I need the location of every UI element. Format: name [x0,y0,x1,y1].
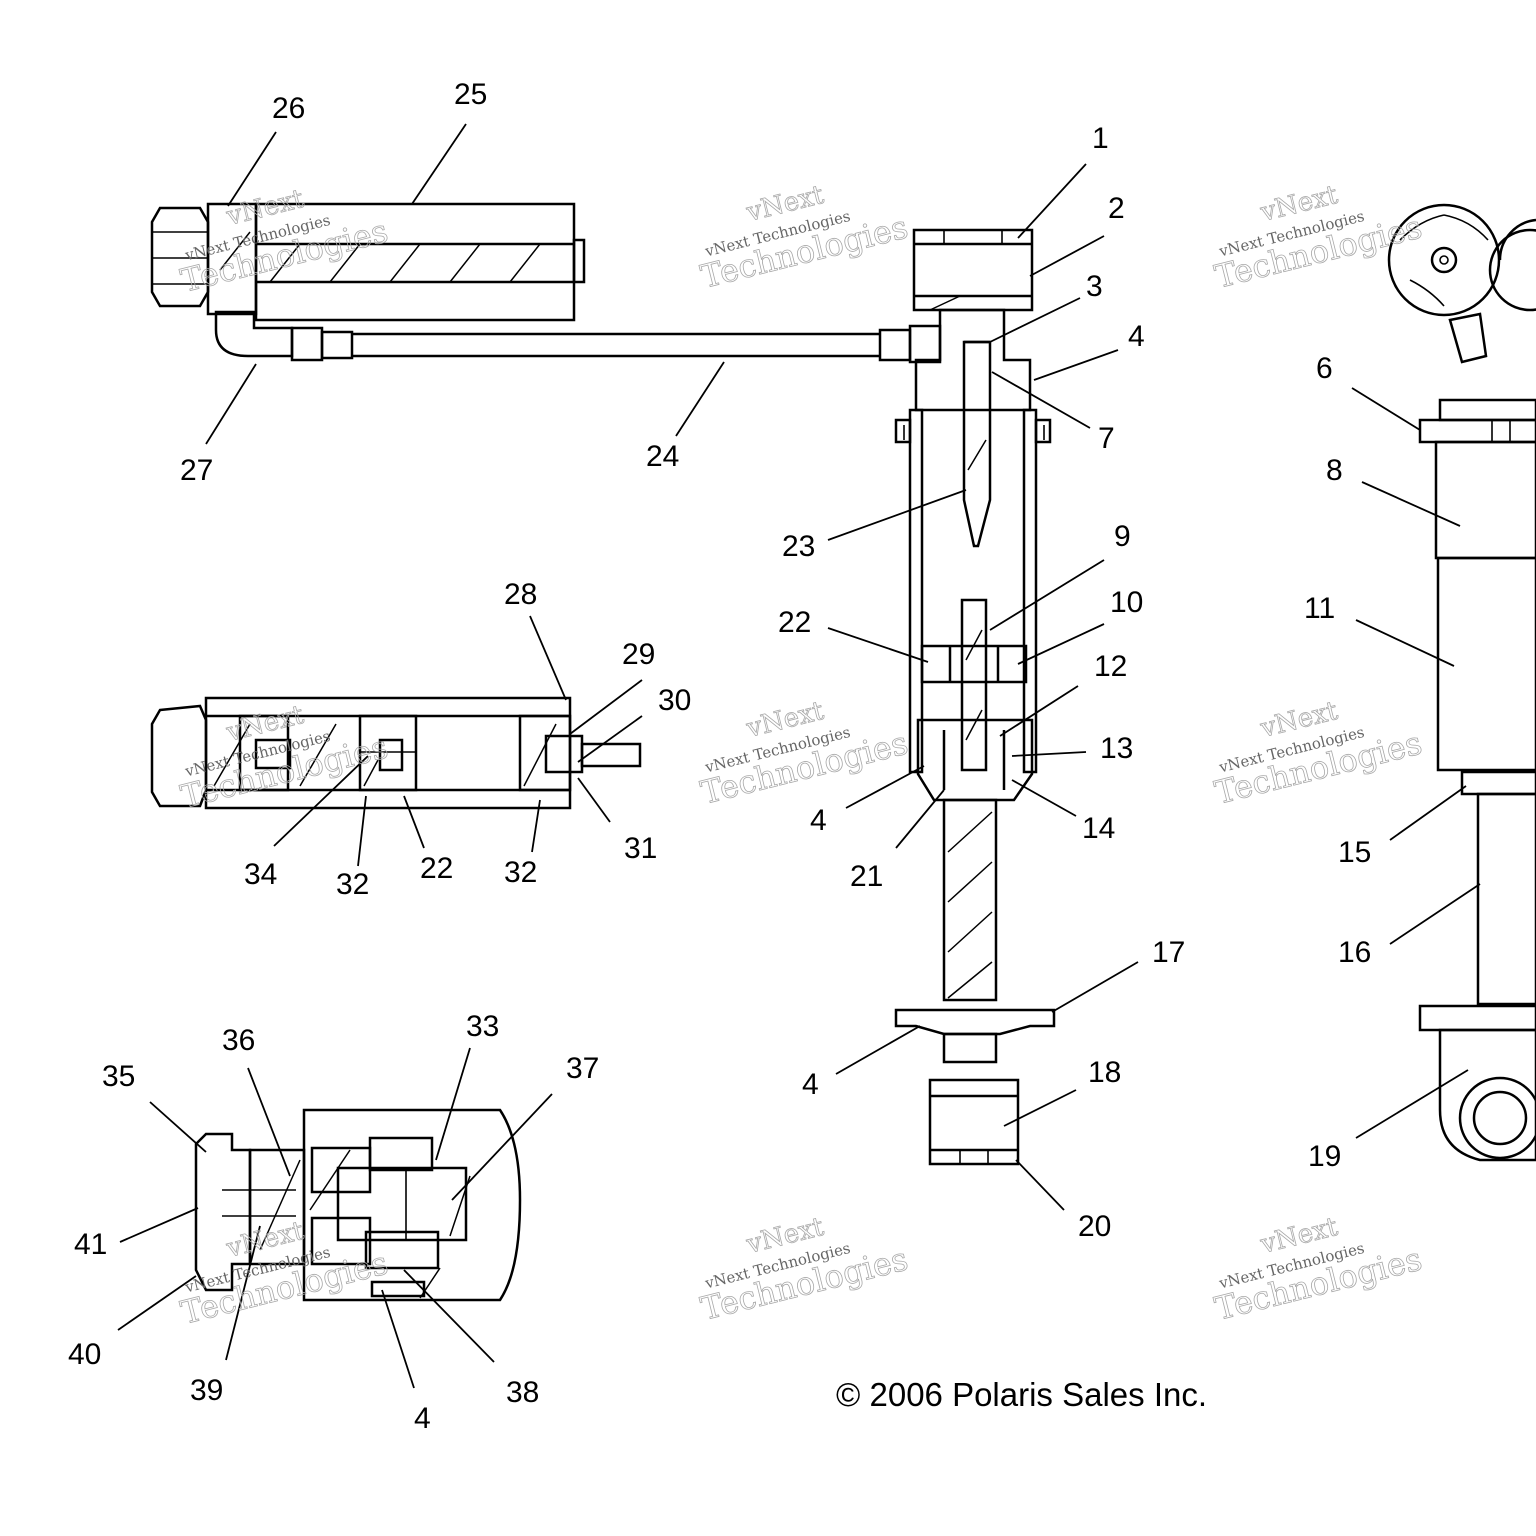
copyright-notice: © 2006 Polaris Sales Inc. [836,1376,1207,1413]
callout-3: 3 [1086,270,1103,303]
callout-4-bumper: 4 [802,1068,819,1101]
callout-20: 20 [1078,1210,1111,1243]
callout-37: 37 [566,1052,599,1085]
callout-32-left: 32 [336,868,369,901]
callout-32-right: 32 [504,856,537,889]
callout-38: 38 [506,1376,539,1409]
callout-28: 28 [504,578,537,611]
callout-10: 10 [1110,586,1143,619]
callout-24: 24 [646,440,679,473]
callout-36: 36 [222,1024,255,1057]
callout-14: 14 [1082,812,1115,845]
callout-22-shock: 22 [778,606,811,639]
callout-25: 25 [454,78,487,111]
callout-31: 31 [624,832,657,865]
callout-34: 34 [244,858,277,891]
callout-17: 17 [1152,936,1185,969]
callout-30: 30 [658,684,691,717]
reservoir-assembly [150,202,942,364]
callout-8: 8 [1326,454,1343,487]
callout-29: 29 [622,638,655,671]
watermark-2: vNext vNext Technologies Technologies [697,179,912,296]
callout-13: 13 [1100,732,1133,765]
callout-39: 39 [190,1374,223,1407]
callout-21: 21 [850,860,883,893]
callout-40: 40 [68,1338,101,1371]
callout-18: 18 [1088,1056,1121,1089]
watermark-1: vNext vNext Technologies Technologies [177,183,392,300]
callout-19: 19 [1308,1140,1341,1173]
callout-23: 23 [782,530,815,563]
callout-11: 11 [1304,592,1335,625]
callout-26: 26 [272,92,305,125]
callout-4-top: 4 [1128,320,1145,353]
watermarks: vNext vNext Technologies Technologies vN… [177,179,1426,1332]
watermark-6: vNext vNext Technologies Technologies [1211,695,1426,812]
shock-section-view [894,228,1056,1166]
callout-35: 35 [102,1060,135,1093]
callout-9: 9 [1114,520,1131,553]
watermark-4: vNext vNext Technologies Technologies [177,699,392,816]
callout-16: 16 [1338,936,1371,969]
leader-lines [117,123,1481,1389]
valve-section-view [194,1108,522,1302]
watermark-8: vNext vNext Technologies Technologies [697,1211,912,1328]
callout-12: 12 [1094,650,1127,683]
callout-numbers: 1 2 3 4 6 7 8 9 10 11 12 13 14 15 16 17 … [68,78,1371,1435]
callout-27: 27 [180,454,213,487]
callout-7: 7 [1098,422,1115,455]
watermark-9: vNext vNext Technologies Technologies [1211,1211,1426,1328]
callout-4-piston: 4 [810,804,827,837]
callout-41: 41 [74,1228,107,1261]
callout-4-valve: 4 [414,1402,431,1435]
callout-6: 6 [1316,352,1333,385]
shock-exterior-view [1387,203,1536,1162]
callout-22-reservoir: 22 [420,852,453,885]
callout-1: 1 [1092,122,1109,155]
callout-15: 15 [1338,836,1371,869]
callout-2: 2 [1108,192,1125,225]
reservoir-section-view [150,696,642,810]
callout-33: 33 [466,1010,499,1043]
